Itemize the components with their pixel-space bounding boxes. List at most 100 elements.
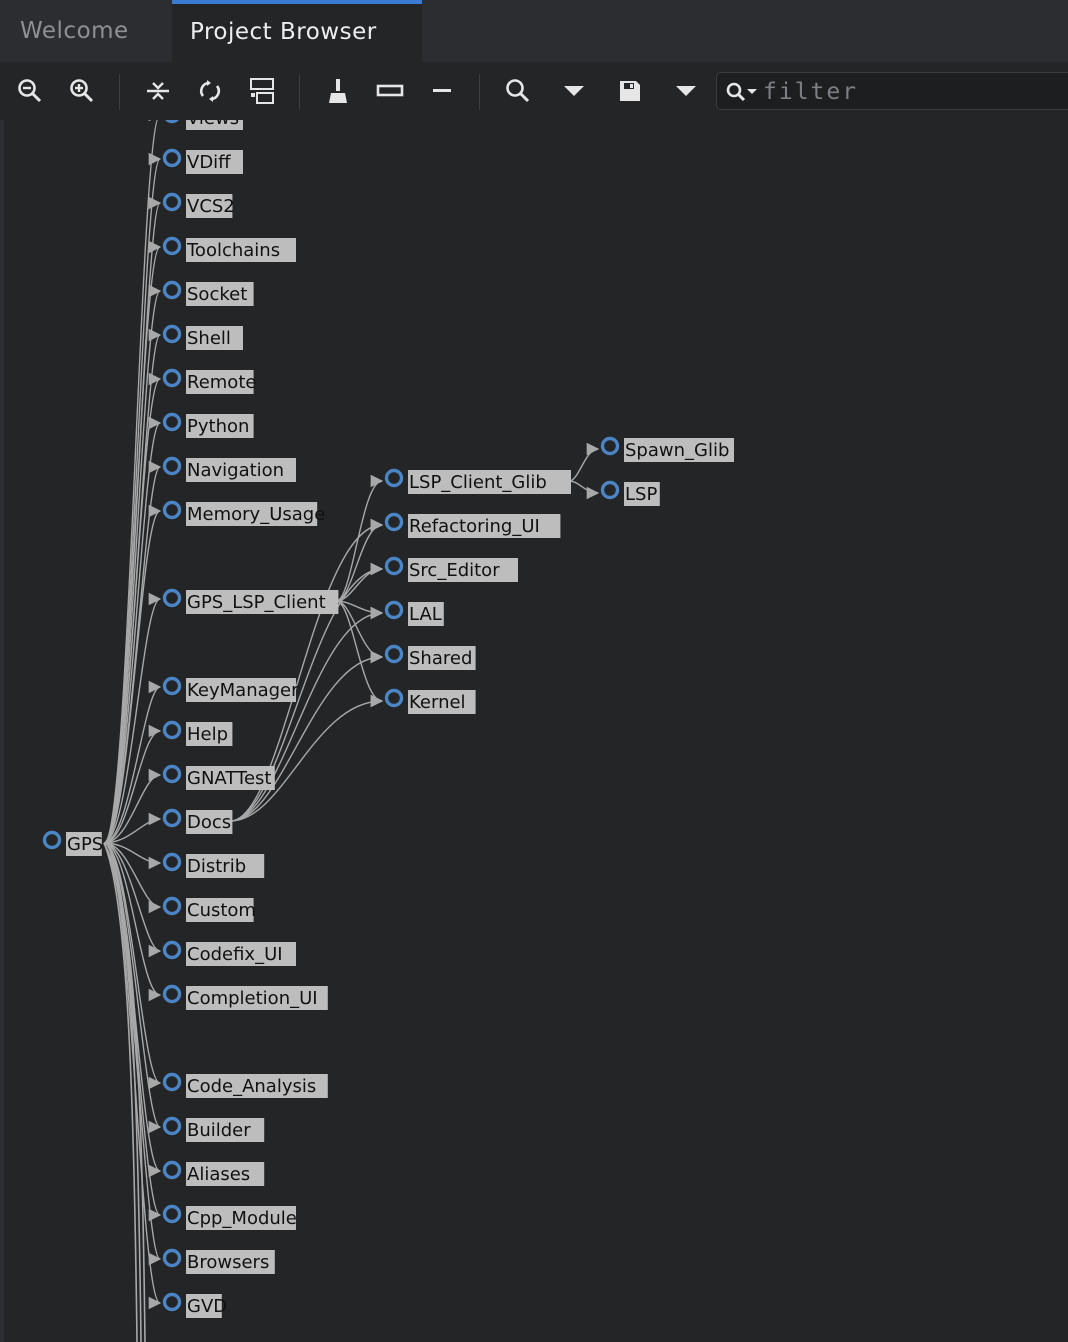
- zoom-fit-button[interactable]: [140, 74, 176, 108]
- graph-node[interactable]: Custom: [162, 896, 256, 922]
- graph-node[interactable]: Toolchains: [162, 236, 297, 262]
- graph-node[interactable]: VDiff: [162, 148, 244, 174]
- search-icon[interactable]: [725, 80, 759, 104]
- node-circle-icon[interactable]: [162, 764, 182, 784]
- node-circle-icon[interactable]: [384, 644, 404, 664]
- graph-node[interactable]: Navigation: [162, 456, 297, 482]
- node-circle-icon[interactable]: [600, 436, 620, 456]
- node-circle-icon[interactable]: [600, 480, 620, 500]
- graph-node[interactable]: Docs: [162, 808, 233, 834]
- node-label: VCS2: [187, 196, 235, 217]
- node-circle-icon[interactable]: [162, 1248, 182, 1268]
- filter-field[interactable]: [716, 72, 1068, 110]
- graph-node[interactable]: GPS_LSP_Client: [162, 588, 339, 614]
- box-button[interactable]: [372, 74, 408, 108]
- graph-canvas[interactable]: GPS ViewsVDiffVCS2ToolchainsSocketShellRe…: [0, 120, 1068, 1342]
- graph-node[interactable]: Codefix_UI: [162, 940, 297, 966]
- node-circle-icon[interactable]: [42, 830, 62, 850]
- node-circle-icon[interactable]: [162, 588, 182, 608]
- node-circle-icon[interactable]: [162, 984, 182, 1004]
- node-circle-icon[interactable]: [162, 808, 182, 828]
- graph-node[interactable]: Memory_Usage: [162, 500, 326, 526]
- graph-node[interactable]: Kernel: [384, 688, 476, 714]
- graph-node[interactable]: LAL: [384, 600, 444, 626]
- graph-node[interactable]: Shared: [384, 644, 476, 670]
- graph-node[interactable]: Spawn_Glib: [600, 436, 735, 462]
- clear-button[interactable]: [320, 74, 356, 108]
- zoom-in-button[interactable]: [64, 74, 100, 108]
- node-circle-icon[interactable]: [165, 120, 180, 124]
- graph-node[interactable]: Remote: [162, 368, 257, 394]
- graph-node[interactable]: Distrib: [162, 852, 265, 878]
- node-circle-icon[interactable]: [162, 1204, 182, 1224]
- node-circle-icon[interactable]: [162, 148, 182, 168]
- node-circle-icon[interactable]: [384, 556, 404, 576]
- graph-node[interactable]: KeyManager: [162, 676, 300, 702]
- node-circle-icon[interactable]: [384, 688, 404, 708]
- graph-node[interactable]: Aliases: [162, 1160, 265, 1186]
- node-circle-icon[interactable]: [162, 896, 182, 916]
- dependency-graph[interactable]: GPS ViewsVDiffVCS2ToolchainsSocketShellRe…: [0, 120, 1068, 1342]
- graph-node[interactable]: Builder: [162, 1116, 265, 1142]
- save-button[interactable]: [612, 74, 648, 108]
- node-circle-icon[interactable]: [162, 720, 182, 740]
- node-circle-icon[interactable]: [384, 512, 404, 532]
- layout-button[interactable]: [244, 74, 280, 108]
- graph-node[interactable]: LSP_Client_Glib: [384, 468, 572, 494]
- node-circle-icon[interactable]: [162, 940, 182, 960]
- graph-nodes: GPS ViewsVDiffVCS2ToolchainsSocketShellRe…: [42, 120, 735, 1318]
- tab-welcome[interactable]: Welcome: [20, 18, 129, 44]
- node-circle-icon[interactable]: [162, 192, 182, 212]
- node-label: Help: [187, 724, 228, 745]
- remove-button[interactable]: [424, 74, 460, 108]
- graph-node[interactable]: Cpp_Module: [162, 1204, 297, 1230]
- search-button[interactable]: [500, 74, 536, 108]
- graph-node[interactable]: Socket: [162, 280, 254, 306]
- search-options-dropdown[interactable]: [556, 74, 592, 108]
- node-circle-icon[interactable]: [162, 852, 182, 872]
- node-circle-icon[interactable]: [162, 1116, 182, 1136]
- node-label: Python: [187, 416, 249, 437]
- graph-node[interactable]: GVD: [162, 1292, 228, 1318]
- node-circle-icon[interactable]: [162, 676, 182, 696]
- node-circle-icon[interactable]: [162, 1292, 182, 1312]
- node-circle-icon[interactable]: [162, 500, 182, 520]
- node-circle-icon[interactable]: [162, 1160, 182, 1180]
- graph-node[interactable]: Help: [162, 720, 233, 746]
- node-circle-icon[interactable]: [384, 468, 404, 488]
- node-label: VDiff: [187, 152, 231, 173]
- graph-node[interactable]: Code_Analysis: [162, 1072, 328, 1098]
- save-options-dropdown[interactable]: [668, 74, 704, 108]
- node-circle-icon[interactable]: [162, 280, 182, 300]
- graph-node[interactable]: Views: [165, 120, 244, 130]
- graph-node[interactable]: GNATTest: [162, 764, 275, 790]
- node-label: Refactoring_UI: [409, 516, 540, 537]
- refresh-button[interactable]: [192, 74, 228, 108]
- node-label-background: [408, 558, 518, 582]
- graph-node[interactable]: Browsers: [162, 1248, 275, 1274]
- graph-node[interactable]: Shell: [162, 324, 244, 350]
- node-label-background: [186, 458, 296, 482]
- graph-node[interactable]: Src_Editor: [384, 556, 519, 582]
- node-circle-icon[interactable]: [162, 456, 182, 476]
- edge-gps-completion_ui: [103, 842, 162, 1002]
- node-circle-icon[interactable]: [384, 600, 404, 620]
- graph-node[interactable]: GPS: [42, 830, 104, 856]
- tab-project-browser[interactable]: Project Browser: [172, 0, 422, 62]
- edge-docs-shared: [230, 650, 384, 822]
- graph-node[interactable]: VCS2: [162, 192, 235, 218]
- graph-node[interactable]: Refactoring_UI: [384, 512, 561, 538]
- node-circle-icon[interactable]: [162, 236, 182, 256]
- node-circle-icon[interactable]: [162, 368, 182, 388]
- graph-edges: [103, 120, 600, 1342]
- node-circle-icon[interactable]: [162, 1072, 182, 1092]
- node-circle-icon[interactable]: [162, 324, 182, 344]
- graph-node[interactable]: Completion_UI: [162, 984, 328, 1010]
- graph-node[interactable]: LSP: [600, 480, 660, 506]
- graph-node[interactable]: Python: [162, 412, 254, 438]
- filter-input[interactable]: [761, 75, 1065, 109]
- node-circle-icon[interactable]: [162, 412, 182, 432]
- edge-gps_lsp_client-kernel: [336, 600, 384, 708]
- zoom-out-button[interactable]: [12, 74, 48, 108]
- save-icon: [620, 81, 640, 101]
